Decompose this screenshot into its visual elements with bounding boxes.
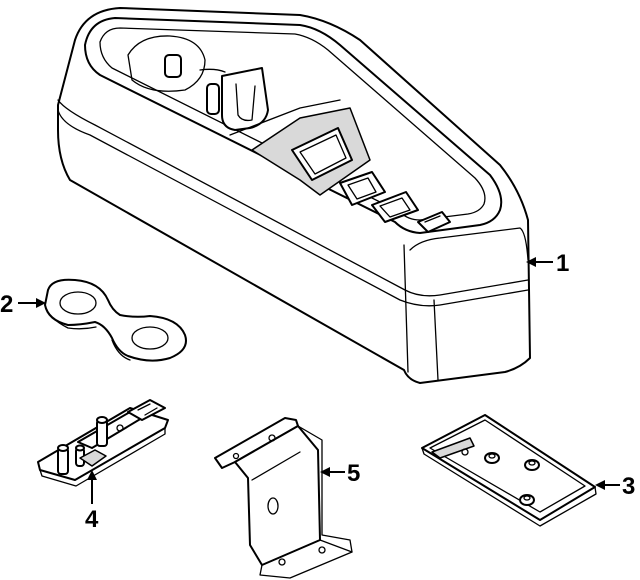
callout-1: 1 (526, 250, 569, 277)
callout-5: 5 (320, 460, 360, 487)
callout-3: 3 (595, 473, 635, 500)
mounting-plate (421, 414, 597, 527)
callout-4: 4 (85, 470, 99, 533)
callout-5-label: 5 (347, 460, 360, 487)
callout-2: 2 (0, 291, 46, 318)
callout-3-label: 3 (622, 473, 635, 500)
support-bracket (214, 417, 353, 579)
grommet-seal (44, 278, 187, 362)
callout-2-label: 2 (0, 291, 13, 318)
callout-1-label: 1 (556, 250, 569, 277)
stud-bracket (37, 399, 169, 487)
console-assembly (57, 7, 531, 384)
callout-4-label: 4 (85, 506, 99, 533)
